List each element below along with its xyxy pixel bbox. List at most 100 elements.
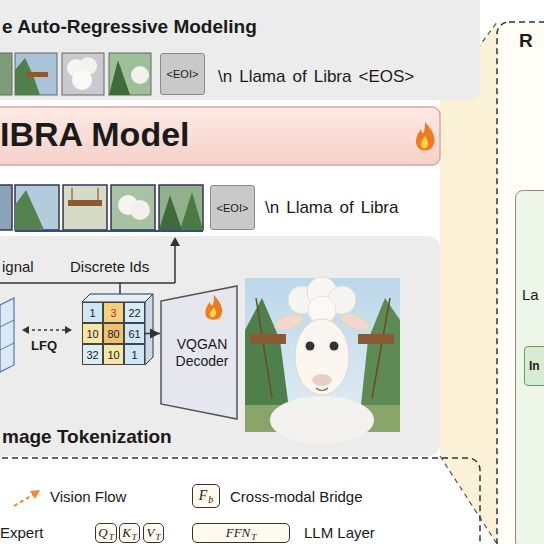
tokenizer-wires <box>174 244 176 283</box>
text-holder: 32 <box>86 349 98 361</box>
panel-ground <box>0 107 440 165</box>
text-holder: 61 <box>125 324 144 343</box>
box-text: 22 <box>128 307 140 319</box>
trainable-flame <box>416 122 435 151</box>
box-text: 32 <box>86 349 98 361</box>
tokenizer-wires <box>0 320 14 327</box>
model-band: IBRA Model <box>0 107 440 165</box>
token-id-cell: 1 <box>82 302 103 323</box>
text-holder: 3 <box>104 303 123 322</box>
text-holder: 10 <box>86 328 98 340</box>
signal-label: ignal <box>2 258 34 275</box>
eoi-token: <EOI> <box>160 53 205 95</box>
value-symbol: VT <box>143 523 164 543</box>
box-text: 10 <box>86 328 98 340</box>
connector-arrow <box>145 333 160 335</box>
llama-illustration <box>295 319 349 395</box>
vision-flow-sample <box>14 490 40 506</box>
token-row: \nLlamaofLibra<EOS> <box>218 67 414 87</box>
text-holder: 22 <box>128 307 140 319</box>
text-holder: 61 <box>128 328 140 340</box>
text-holder: In <box>529 359 540 373</box>
text-holder: 32 <box>83 345 102 364</box>
tokenizer-wires <box>0 237 180 372</box>
box-text: 80 <box>107 328 119 340</box>
llama-illustration <box>273 310 306 333</box>
legend-text: Cross-modal Bridge <box>230 488 363 505</box>
key-symbol: KT <box>119 523 140 543</box>
box-text: 3 <box>110 307 116 319</box>
text-token: Libra <box>361 198 399 218</box>
image-token-tiles <box>72 70 92 90</box>
text-holder: 3 <box>110 307 116 319</box>
token-id-cell: 10 <box>103 344 124 365</box>
zoom-region <box>440 456 497 544</box>
zoom-region <box>440 22 497 544</box>
tokenization-panel: mage Tokenization132210806132101VQGAN De… <box>0 236 440 456</box>
symbol-letter: F <box>199 488 208 504</box>
image-token-tiles <box>98 188 99 200</box>
legend-text: Expert <box>0 524 43 541</box>
image-token-tiles <box>0 185 12 230</box>
llama-illustration <box>358 334 394 344</box>
panel-heading: e Auto-Regressive Modeling <box>2 16 257 38</box>
box-text: In <box>529 359 540 373</box>
text-token: \n <box>218 67 232 87</box>
panel-ground <box>0 458 480 544</box>
symbol-subscript: T <box>155 532 160 542</box>
text-holder: FFNT <box>226 525 257 541</box>
token-id-cell: 1 <box>124 344 145 365</box>
panel-ground <box>0 0 480 544</box>
text-holder: In <box>525 347 544 385</box>
text-holder: QT <box>96 524 116 542</box>
panel-ground <box>0 236 440 456</box>
token-id-cell: 22 <box>124 302 145 323</box>
text-holder: 80 <box>107 328 119 340</box>
text-token: \n <box>265 198 279 218</box>
tokenizer-wires <box>0 298 14 372</box>
llama-illustration <box>270 396 374 444</box>
symbol-subscript: T <box>132 532 137 542</box>
llama-illustration <box>316 388 328 391</box>
text-token: Llama <box>286 198 332 218</box>
box-text: VQGAN Decoder <box>171 336 233 370</box>
layer-box: LaIn <box>515 190 544 544</box>
panel-heading: R <box>519 30 533 52</box>
ids-label: Discrete Ids <box>70 258 149 275</box>
text-holder: <EOI> <box>167 68 199 80</box>
text-holder: Fb <box>193 485 219 507</box>
legend-text: LLM Layer <box>304 524 375 541</box>
text-holder: 10 <box>107 349 119 361</box>
llama-illustration <box>312 374 332 386</box>
image-token-tiles <box>180 192 203 230</box>
image-token-tiles <box>15 230 203 232</box>
symbol-letter: K <box>122 525 131 541</box>
panel-ground <box>0 0 480 100</box>
token-id-cell: 32 <box>82 344 103 365</box>
ffn-symbol: FFNT <box>192 523 290 543</box>
image-token-tiles <box>72 188 73 200</box>
text-holder: KT <box>122 525 137 541</box>
tokenizer-wires <box>22 326 29 334</box>
image-token-tiles <box>15 53 57 95</box>
text-holder: VT <box>144 524 163 542</box>
image-token-tiles <box>159 195 182 230</box>
text-holder: 1 <box>83 303 102 322</box>
image-token-tiles <box>109 53 151 95</box>
trainable-flame <box>205 295 222 320</box>
image-token-tiles <box>130 200 150 220</box>
llama-illustration <box>372 298 390 398</box>
text-holder: VQGAN Decoder <box>165 336 233 370</box>
symbol-subscript: T <box>109 532 114 542</box>
text-holder: QT <box>98 525 113 541</box>
text-holder: 10 <box>83 324 102 343</box>
text-holder: 10 <box>104 345 123 364</box>
text-token: <EOS> <box>359 67 415 87</box>
tokenizer-wires <box>170 237 180 246</box>
trainable-flame <box>416 122 435 151</box>
llama-illustration <box>250 334 286 344</box>
box-text: 1 <box>131 349 137 361</box>
right-panel: R LaIn <box>497 22 544 544</box>
text-token: Libra <box>314 67 352 87</box>
